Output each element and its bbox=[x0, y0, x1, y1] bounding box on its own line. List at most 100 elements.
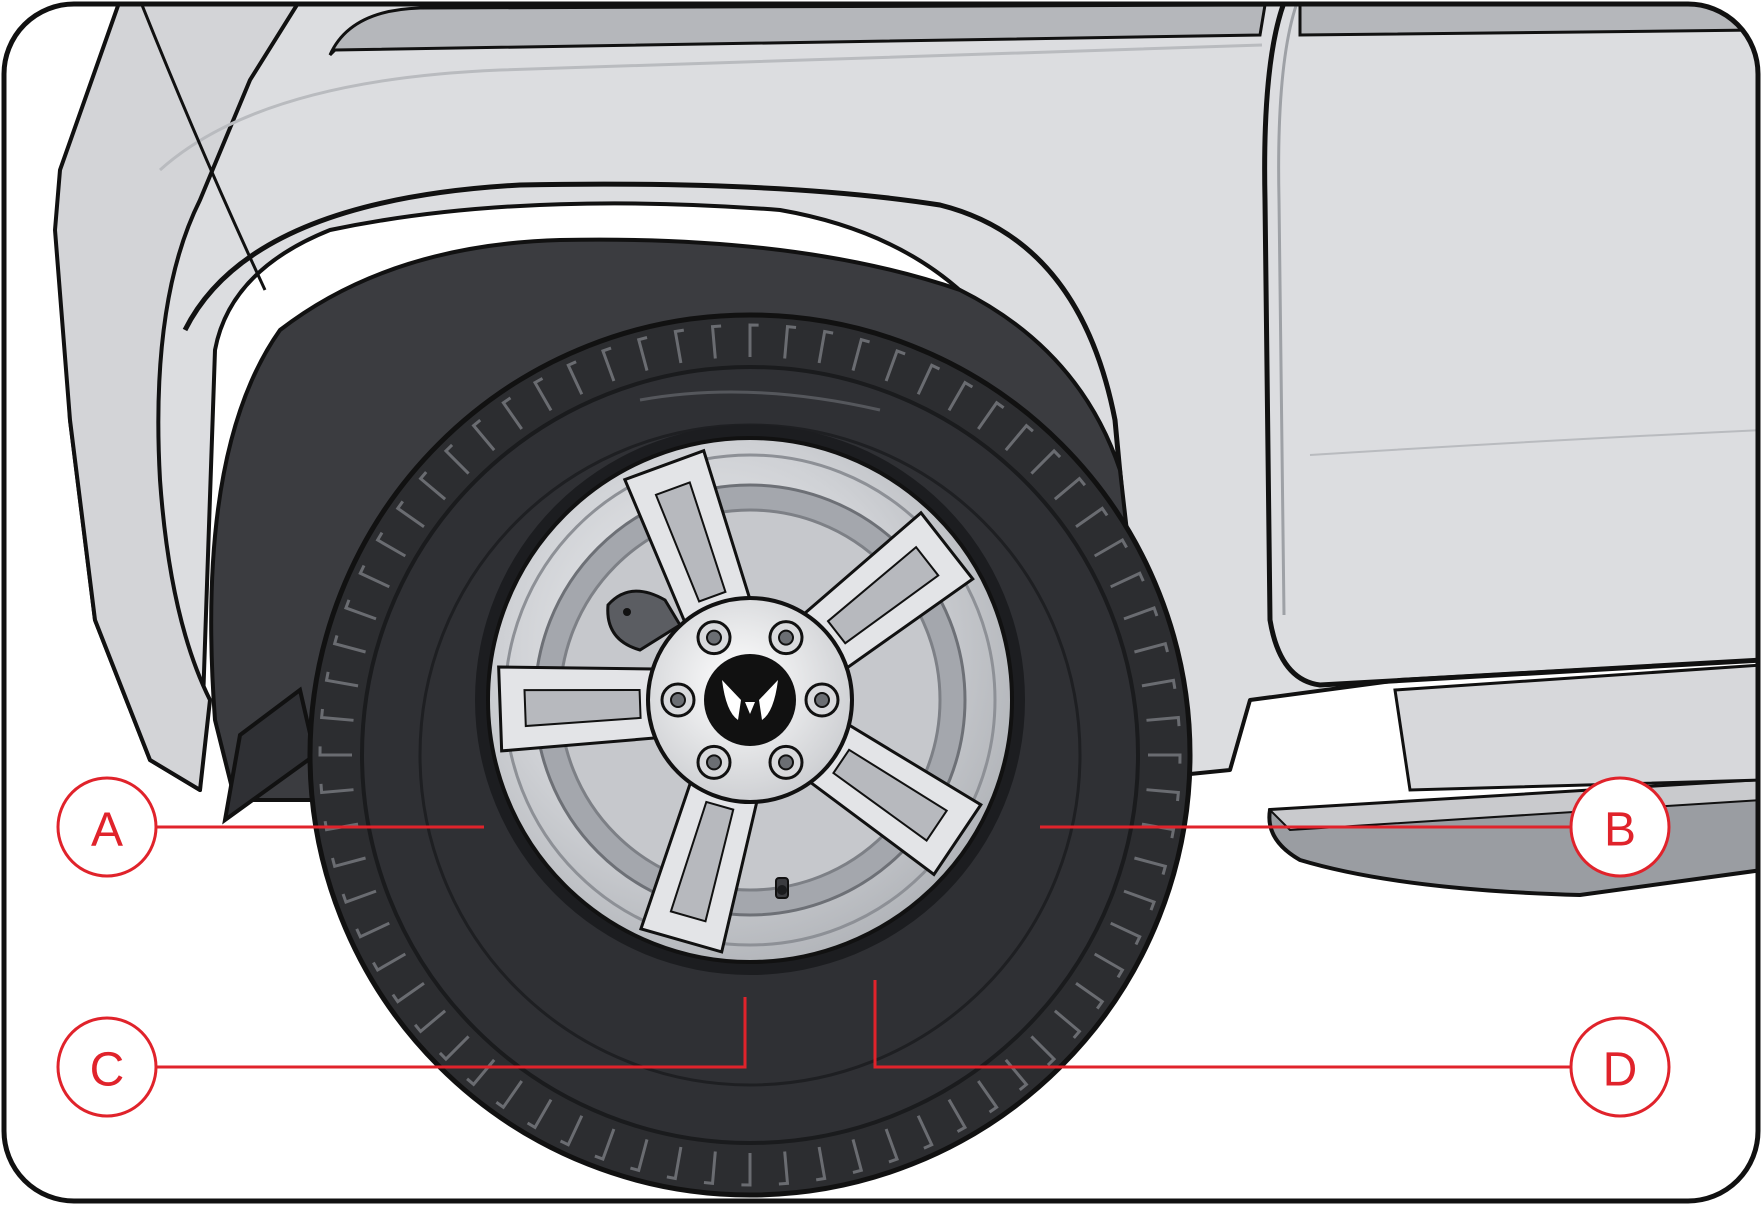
tread-block bbox=[601, 346, 616, 382]
tread-block bbox=[1146, 715, 1181, 727]
leader-c bbox=[155, 997, 747, 1069]
door-seam bbox=[1262, 4, 1758, 688]
tread-block bbox=[1075, 982, 1105, 1010]
tread-block bbox=[1093, 537, 1128, 558]
tread-block bbox=[1110, 921, 1142, 946]
tread-block bbox=[977, 400, 1005, 430]
leader-d bbox=[873, 980, 1570, 1069]
callout-d-label: D bbox=[1603, 1044, 1638, 1097]
tread-block bbox=[884, 348, 906, 382]
tread-block bbox=[1123, 889, 1157, 911]
tread-block bbox=[666, 1146, 683, 1181]
tread-block bbox=[947, 1098, 968, 1133]
center-cap bbox=[704, 654, 796, 746]
tread-block bbox=[501, 396, 523, 430]
tread-block bbox=[495, 1080, 523, 1110]
callout-a: A bbox=[56, 776, 158, 878]
tread-block bbox=[395, 500, 425, 528]
rear-window-strip bbox=[1298, 4, 1758, 37]
tread-block bbox=[636, 336, 649, 371]
tread-block bbox=[1148, 753, 1182, 764]
tread-block bbox=[947, 380, 974, 412]
tread-block bbox=[418, 471, 447, 501]
door-seam-highlight bbox=[1277, 4, 1300, 616]
tread-block bbox=[1030, 1035, 1057, 1067]
tread-block bbox=[319, 708, 354, 722]
body-character-line bbox=[158, 43, 1263, 172]
tread-block bbox=[741, 1153, 752, 1187]
tread-block bbox=[1134, 856, 1168, 875]
tread-block bbox=[815, 1146, 827, 1182]
tread-block bbox=[710, 324, 722, 359]
spoke bbox=[497, 665, 668, 753]
tread-block bbox=[884, 1128, 899, 1164]
tread-block bbox=[703, 1151, 717, 1185]
tread-block bbox=[783, 324, 797, 359]
tread-block bbox=[1123, 606, 1159, 621]
tread-block bbox=[1110, 571, 1145, 589]
tread-block bbox=[1004, 423, 1034, 452]
brake-caliper bbox=[606, 589, 683, 652]
tread-block bbox=[391, 982, 425, 1004]
callout-b: B bbox=[1569, 776, 1671, 878]
tread-block bbox=[372, 952, 407, 973]
tread-block bbox=[318, 746, 352, 757]
tread-block bbox=[594, 1128, 616, 1162]
tread-block bbox=[375, 531, 407, 558]
fender-flare bbox=[182, 181, 1143, 691]
callout-c-label: C bbox=[90, 1044, 125, 1097]
tread-block bbox=[471, 418, 496, 452]
tire-tread bbox=[318, 323, 1182, 1187]
tread-block bbox=[559, 1115, 584, 1147]
tread-block bbox=[778, 1151, 790, 1186]
tread-block bbox=[1093, 952, 1125, 979]
rocker-panel bbox=[1393, 663, 1758, 792]
tread-block bbox=[1053, 1009, 1082, 1039]
tread-block bbox=[1030, 448, 1062, 475]
tread-block bbox=[438, 1035, 470, 1062]
window-strip bbox=[328, 4, 1267, 57]
tread-block bbox=[916, 1115, 934, 1150]
tread-block bbox=[673, 328, 685, 364]
callout-d: D bbox=[1569, 1016, 1671, 1118]
callout-c: C bbox=[56, 1016, 158, 1118]
wheel-rim bbox=[475, 425, 1025, 975]
tread-block bbox=[355, 921, 390, 939]
tread-block bbox=[443, 443, 470, 475]
tread-block bbox=[851, 1139, 864, 1174]
tread-block bbox=[1075, 506, 1109, 528]
illustration: A B C D bbox=[53, 4, 1758, 1198]
body-character-line-2 bbox=[1309, 429, 1758, 456]
tread-block bbox=[1141, 678, 1177, 690]
tread-block bbox=[916, 363, 941, 395]
tread-block bbox=[341, 889, 377, 904]
wheel-spokes bbox=[497, 448, 983, 954]
tread-block bbox=[817, 329, 834, 364]
tread-block bbox=[358, 564, 390, 589]
tread-block bbox=[977, 1080, 999, 1114]
tread-block bbox=[566, 360, 584, 395]
callout-leaders bbox=[155, 825, 1570, 1069]
tread-block bbox=[413, 1009, 447, 1034]
callout-b-label: B bbox=[1604, 804, 1636, 857]
lug-nuts bbox=[660, 620, 840, 780]
tread-block bbox=[331, 856, 366, 869]
fender-crease bbox=[138, 4, 267, 291]
tread-block bbox=[1134, 641, 1169, 654]
brand-emblem-icon bbox=[722, 680, 778, 720]
tread-block bbox=[324, 671, 359, 688]
tread-block bbox=[630, 1139, 649, 1173]
callout-a-label: A bbox=[91, 804, 123, 857]
tread-block bbox=[851, 337, 870, 371]
bumper-corner bbox=[53, 4, 302, 792]
valve-stem-icon bbox=[775, 877, 789, 899]
tread-block bbox=[748, 323, 759, 357]
tread-block bbox=[343, 599, 377, 621]
tread-block bbox=[319, 783, 354, 795]
tread-block bbox=[1053, 476, 1087, 501]
tread-block bbox=[532, 377, 553, 412]
spoke bbox=[639, 770, 762, 954]
